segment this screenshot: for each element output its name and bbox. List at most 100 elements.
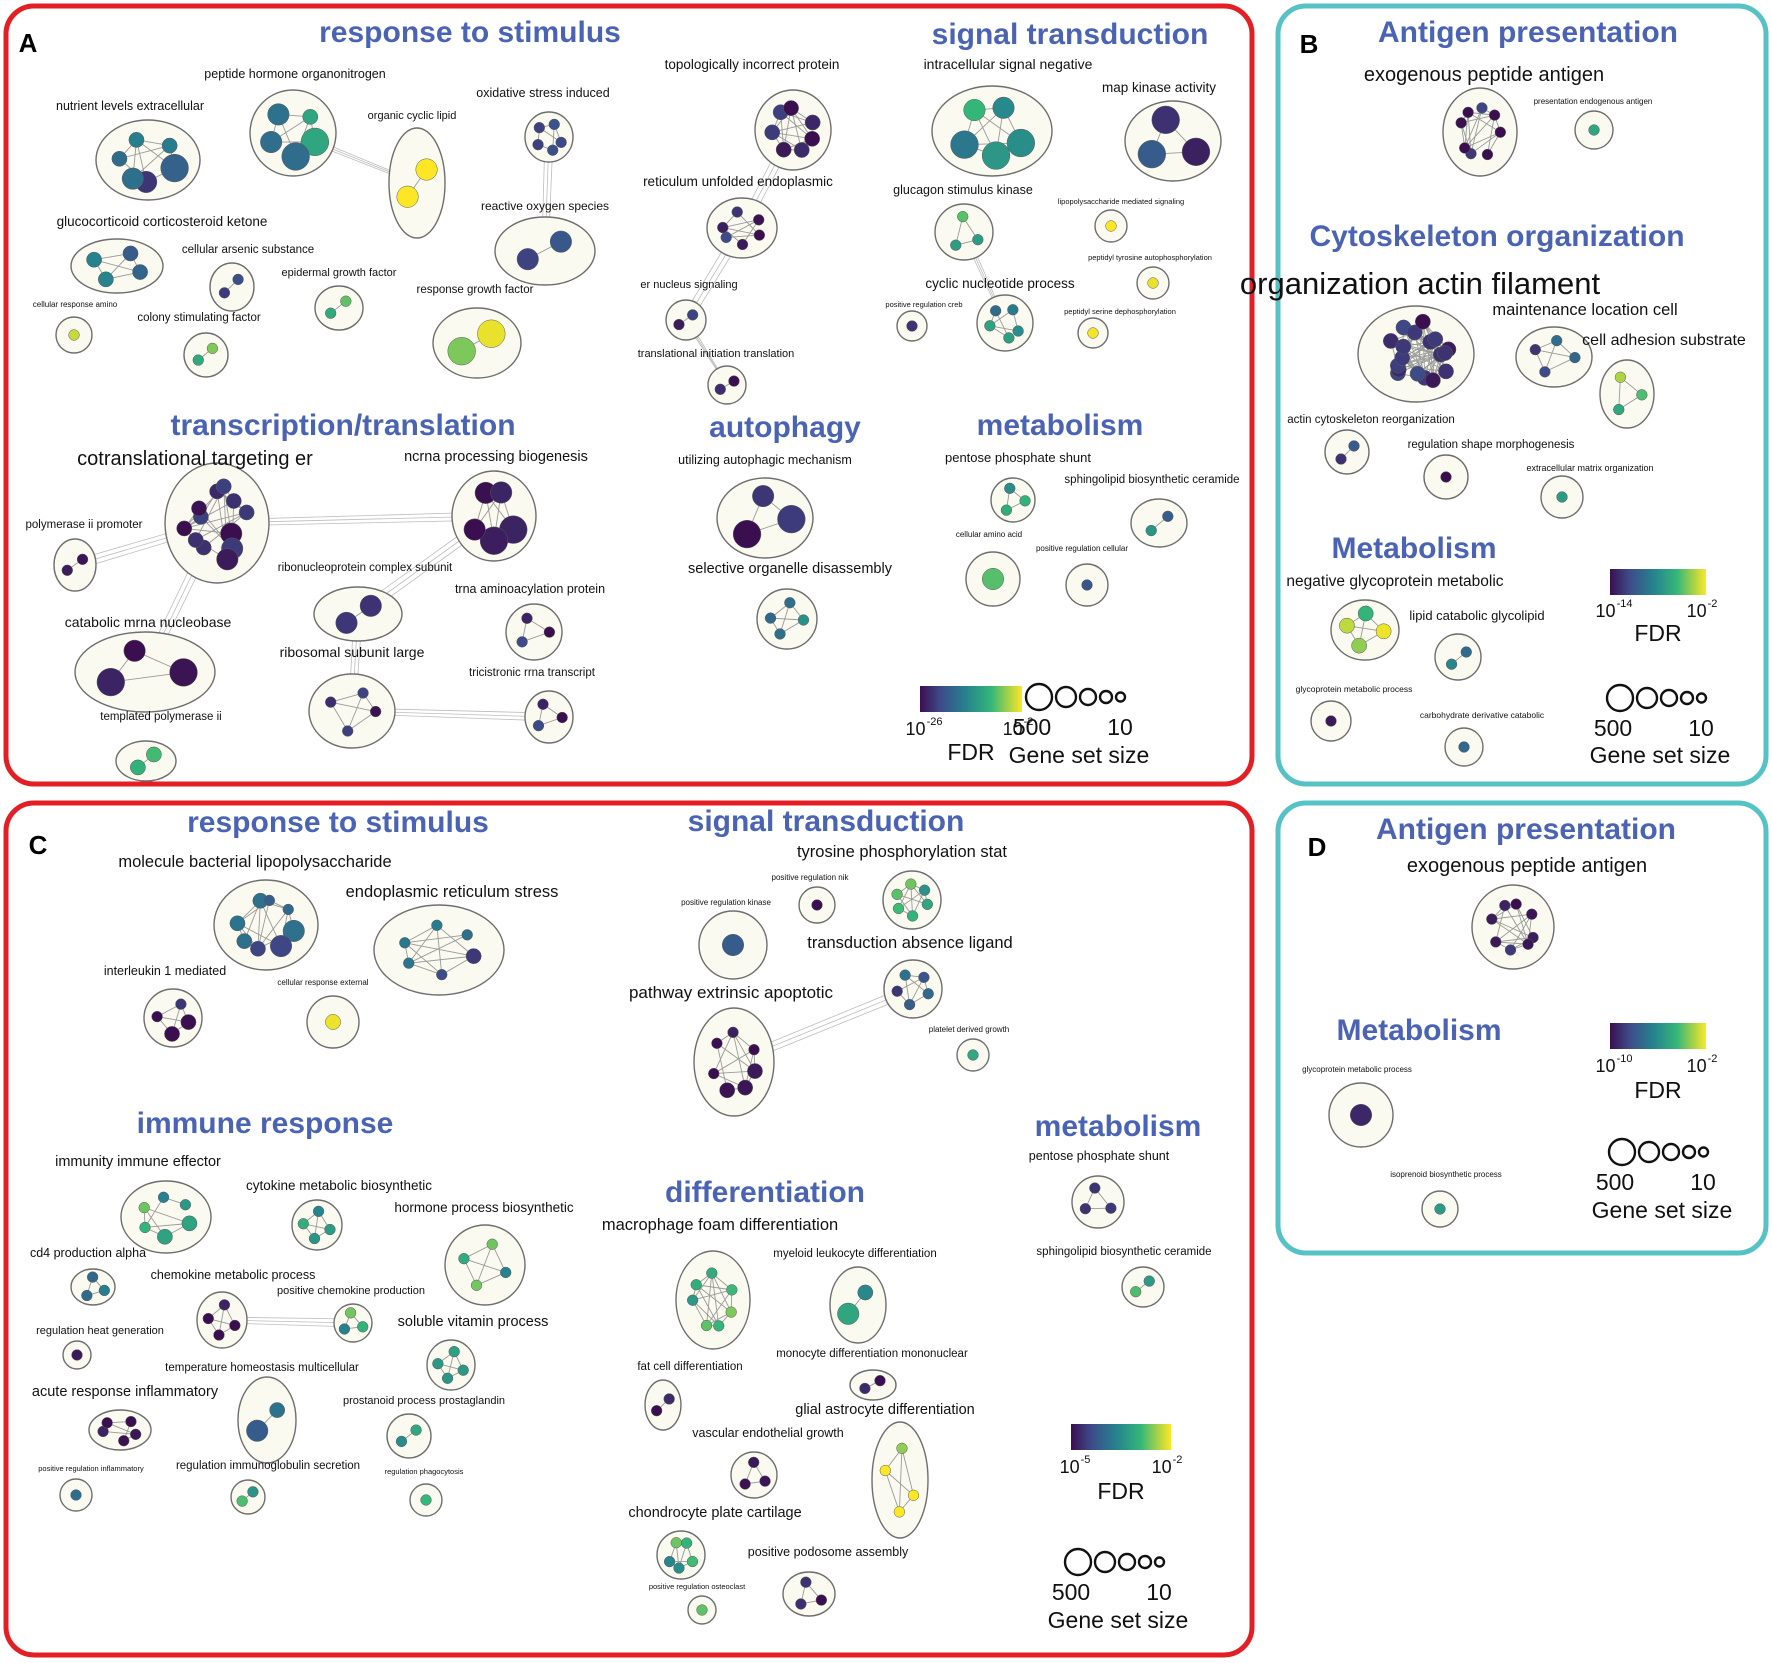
gene-set-node [176,520,193,537]
cluster-label: map kinase activity [1102,80,1216,95]
gene-set-node [191,500,207,517]
cluster-label: topologically incorrect protein [665,57,840,72]
similarity-edge [195,512,247,541]
category-heading: Cytoskeleton organization [1309,220,1684,253]
gene-set-node [1081,579,1093,591]
gene-set-node [918,971,930,983]
cluster-label: chondrocyte plate cartilage [628,1505,801,1521]
gene-set-node [98,271,114,288]
gene-set-node [98,1284,110,1297]
fdr-max-label: 10-2 [1687,598,1718,621]
cluster-label: hormone process biosynthetic [394,1200,574,1215]
gene-set-cluster [1136,266,1170,300]
gene-set-cluster [183,332,229,378]
gene-set-node [415,158,438,181]
gene-set-node [990,305,1002,317]
similarity-edge [119,145,170,160]
gene-set-cluster [70,238,164,294]
similarity-edge [884,1470,900,1513]
cluster-ellipse [308,673,396,749]
gene-set-node [1427,331,1444,348]
category-heading: response to stimulus [319,16,621,49]
cluster-label: lipid catabolic glycolipid [1409,608,1544,623]
fdr-max-label: 10-2 [1152,1454,1183,1477]
gene-set-node [1348,440,1360,452]
gene-set-node [982,568,1004,590]
gene-set-node [1458,741,1470,753]
similarity-edge [144,1197,164,1228]
cluster-label: colony stimulating factor [137,312,261,324]
cluster-label: cellular response amino [33,300,118,309]
gene-set-node [1151,105,1180,134]
gene-set-cluster [1515,326,1593,388]
cluster-label: positive regulation cellular [1036,544,1128,553]
gene-set-node [342,725,354,737]
gene-set-node [957,211,969,223]
gene-set-cluster [386,1413,432,1459]
cluster-label: trna aminoacylation protein [455,582,605,596]
similarity-edge [1464,114,1495,149]
gene-set-cluster [213,879,319,971]
size-legend-title: Gene set size [1048,1607,1189,1633]
gene-set-cluster [1130,498,1188,548]
gene-set-cluster [95,119,201,201]
gene-set-cluster [59,1478,93,1512]
gene-set-node [232,273,244,286]
gene-set-cluster [1328,1082,1394,1148]
fdr-min-label-exponent: -26 [927,716,943,728]
gene-set-node [967,1049,979,1061]
gene-set-node [736,238,749,251]
gene-set-node [431,919,443,931]
cluster-label: glycoprotein metabolic process [1302,1065,1412,1074]
gene-set-node [118,1435,130,1447]
cluster-label: reactive oxygen species [481,199,609,213]
fdr-min-label: 10-26 [906,716,943,739]
gene-set-node [753,229,765,241]
gene-set-node [312,1205,325,1217]
fdr-legend-title: FDR [1634,620,1681,646]
gene-set-node [139,1221,151,1234]
gene-set-node [533,122,545,134]
fdr-min-label-exponent: -5 [1081,1454,1091,1466]
gene-set-node [179,1199,192,1211]
gene-set-node [907,1489,920,1501]
cluster-label: peptidyl tyrosine autophosphorylation [1088,253,1212,262]
panel-letter: D [1308,832,1327,862]
gene-set-node [396,185,419,208]
similarity-edge [725,219,759,238]
cluster-label: positive regulation creb [885,300,962,309]
gene-set-cluster [707,365,747,405]
gene-set-node [403,957,415,969]
gene-set-node [270,935,293,958]
gene-set-node [169,658,198,687]
similarity-edge [257,900,270,949]
fdr-legend-title: FDR [947,739,994,765]
gene-set-node [906,320,918,332]
gene-set-node [61,564,73,576]
gene-set-node [1335,453,1347,465]
gene-set-node [981,141,1011,170]
gene-set-cluster [931,85,1053,177]
gene-set-node [479,526,509,555]
cluster-ellipse [1130,498,1188,548]
gene-set-cluster [291,1199,343,1251]
gene-set-node [1510,898,1522,910]
gene-set-node [1181,137,1211,166]
size-legend-circle [1078,687,1098,707]
fdr-colorbar [1610,1023,1706,1049]
gene-set-node [670,1537,682,1549]
gene-set-cluster [1599,359,1655,429]
gene-set-cluster [782,1571,836,1617]
similarity-edge [713,1049,755,1074]
gene-set-node [229,915,246,932]
similarity-edge [476,1244,493,1286]
cluster-label: peptidyl serine dephosphorylation [1064,307,1176,316]
similarity-edge [898,1448,903,1512]
similarity-edge [257,900,261,949]
gene-set-node [1162,510,1174,522]
gene-set-node [1504,944,1517,956]
gene-set-node [811,899,823,911]
gene-set-cluster [55,316,93,354]
gene-set-cluster [1094,209,1128,243]
gene-set-node [1437,345,1453,361]
